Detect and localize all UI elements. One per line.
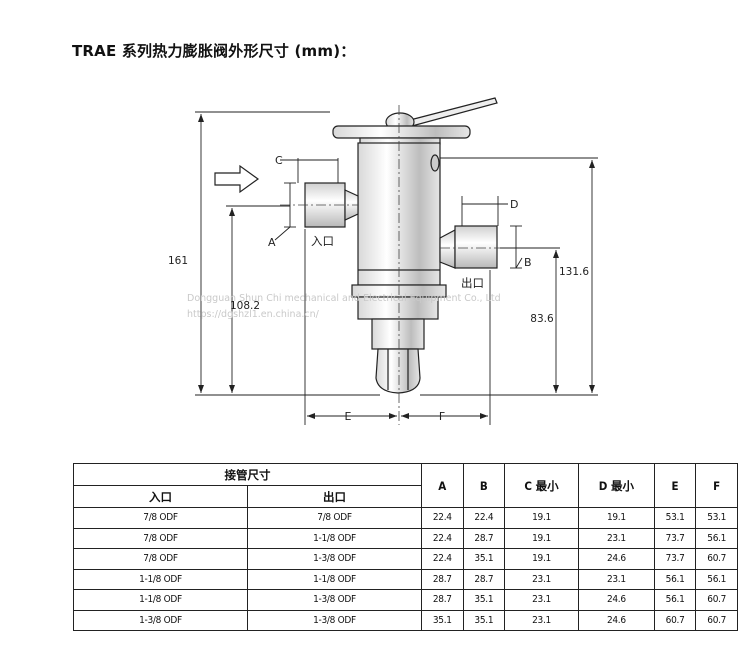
table-row: 1-3/8 ODF 1-3/8 ODF 35.1 35.1 23.1 24.6 … — [73, 609, 738, 631]
cell-f: 60.7 — [695, 589, 738, 611]
cell-outlet: 1-1/8 ODF — [247, 568, 422, 590]
cell-inlet: 1-1/8 ODF — [73, 568, 248, 590]
cell-b: 22.4 — [462, 507, 506, 529]
cell-outlet: 7/8 ODF — [247, 507, 422, 529]
page-title: TRAE 系列热力膨胀阀外形尺寸 (mm)： — [72, 42, 356, 60]
header-a: A — [421, 463, 464, 508]
cell-outlet: 1-3/8 ODF — [247, 609, 422, 631]
dim-83-6: 83.6 — [530, 313, 554, 325]
table-row: 7/8 ODF 7/8 ODF 22.4 22.4 19.1 19.1 53.1… — [73, 507, 738, 529]
cell-d: 24.6 — [577, 589, 655, 611]
cell-c: 23.1 — [504, 568, 579, 590]
cell-a: 28.7 — [421, 568, 464, 590]
cell-c: 19.1 — [504, 507, 579, 529]
dim-161: 161 — [168, 255, 188, 267]
header-b: B — [462, 463, 506, 508]
label-c: C — [275, 154, 283, 167]
cell-inlet: 7/8 ODF — [73, 548, 248, 570]
valve-body — [351, 142, 447, 394]
cell-f: 56.1 — [695, 527, 738, 549]
cell-b: 35.1 — [462, 609, 506, 631]
cell-f: 53.1 — [695, 507, 738, 529]
cell-d: 23.1 — [577, 527, 655, 549]
cell-f: 60.7 — [695, 548, 738, 570]
cell-outlet: 1-3/8 ODF — [247, 589, 422, 611]
cell-a: 35.1 — [421, 609, 464, 631]
label-f: F — [439, 410, 445, 423]
cell-c: 23.1 — [504, 609, 579, 631]
label-a: A — [268, 236, 276, 249]
flow-arrow-icon — [214, 164, 260, 194]
table-header-row: 接管尺寸 A B C 最小 D 最小 E F — [73, 463, 738, 508]
header-c-min: C 最小 — [504, 463, 579, 508]
cell-inlet: 1-1/8 ODF — [73, 589, 248, 611]
cell-b: 28.7 — [462, 568, 506, 590]
label-inlet: 入口 — [311, 234, 334, 248]
cell-inlet: 7/8 ODF — [73, 507, 248, 529]
header-f: F — [695, 463, 738, 508]
cell-d: 24.6 — [577, 548, 655, 570]
valve-head — [332, 97, 498, 145]
watermark-url: https://dgshzl1.en.china.cn/ — [187, 309, 320, 320]
cell-e: 60.7 — [653, 609, 697, 631]
cell-b: 28.7 — [462, 527, 506, 549]
table-subheader-row: 入口 出口 — [73, 485, 738, 508]
cell-b: 35.1 — [462, 548, 506, 570]
cell-a: 28.7 — [421, 589, 464, 611]
cell-e: 73.7 — [653, 548, 697, 570]
dim-131-6: 131.6 — [559, 266, 589, 278]
cell-inlet: 7/8 ODF — [73, 527, 248, 549]
dimension-arrowheads — [198, 114, 595, 419]
dim-108-2: 108.2 — [230, 300, 260, 312]
header-outlet: 出口 — [247, 485, 422, 508]
cell-d: 24.6 — [577, 609, 655, 631]
valve-drawing: 161 108.2 131.6 83.6 C A D B E F 入口 出口 D… — [168, 97, 598, 425]
cell-c: 19.1 — [504, 548, 579, 570]
header-inlet: 入口 — [73, 485, 248, 508]
label-b: B — [524, 256, 532, 269]
cell-outlet: 1-3/8 ODF — [247, 548, 422, 570]
table-row: 1-1/8 ODF 1-1/8 ODF 28.7 28.7 23.1 23.1 … — [73, 568, 738, 590]
header-d-min: D 最小 — [577, 463, 655, 508]
cell-outlet: 1-1/8 ODF — [247, 527, 422, 549]
header-e: E — [653, 463, 697, 508]
table-row: 7/8 ODF 1-1/8 ODF 22.4 28.7 19.1 23.1 73… — [73, 527, 738, 549]
cell-a: 22.4 — [421, 507, 464, 529]
cell-c: 23.1 — [504, 589, 579, 611]
cell-e: 73.7 — [653, 527, 697, 549]
label-d: D — [510, 198, 518, 211]
label-e: E — [345, 410, 352, 423]
cell-e: 56.1 — [653, 589, 697, 611]
cell-f: 56.1 — [695, 568, 738, 590]
dimension-table: 接管尺寸 A B C 最小 D 最小 E F 入口 出口 7/8 ODF 7/8… — [73, 463, 738, 631]
cell-a: 22.4 — [421, 548, 464, 570]
cell-b: 35.1 — [462, 589, 506, 611]
dimension-lines — [195, 111, 598, 425]
label-outlet: 出口 — [461, 276, 484, 290]
cell-d: 19.1 — [577, 507, 655, 529]
cell-e: 53.1 — [653, 507, 697, 529]
cell-d: 23.1 — [577, 568, 655, 590]
table-row: 7/8 ODF 1-3/8 ODF 22.4 35.1 19.1 24.6 73… — [73, 548, 738, 570]
watermark: Dongguan Shun Chi mechanical and Electri… — [187, 293, 501, 320]
header-pipe-size: 接管尺寸 — [73, 463, 422, 486]
outlet-pipe — [439, 225, 498, 269]
table-row: 1-1/8 ODF 1-3/8 ODF 28.7 35.1 23.1 24.6 … — [73, 589, 738, 611]
cell-e: 56.1 — [653, 568, 697, 590]
cell-c: 19.1 — [504, 527, 579, 549]
watermark-company: Dongguan Shun Chi mechanical and Electri… — [187, 293, 501, 304]
cell-inlet: 1-3/8 ODF — [73, 609, 248, 631]
cell-a: 22.4 — [421, 527, 464, 549]
cell-f: 60.7 — [695, 609, 738, 631]
